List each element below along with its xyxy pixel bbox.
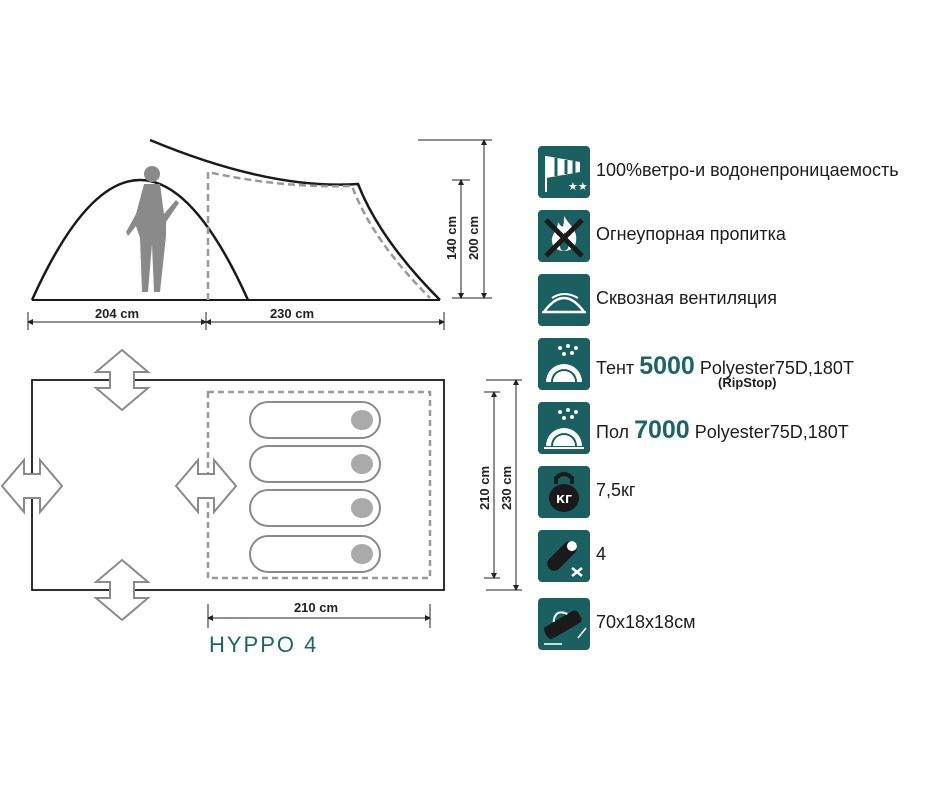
kettlebell-text: КГ	[556, 493, 572, 506]
width-right-label: 230 cm	[270, 306, 314, 321]
feature-item: Пол 7000 Polyester75D,180T	[538, 402, 938, 456]
sleeping-bags	[249, 401, 381, 573]
sleeping-bag	[249, 401, 381, 439]
entrance-arrow-icon	[0, 457, 64, 515]
depth-outer-label: 230 cm	[499, 466, 514, 510]
windsock-icon: ★★	[538, 146, 590, 198]
feature-text: Тент 5000 Polyester75D,180T	[596, 352, 854, 381]
feature-label: Огнеупорная пропитка	[596, 224, 786, 244]
feature-label: 7,5кг	[596, 480, 636, 500]
height-inner-label: 140 cm	[444, 216, 459, 260]
outer-footprint	[31, 379, 445, 591]
feature-item: Огнеупорная пропитка	[538, 210, 938, 264]
floor-plan: 210 cm 230 cm 210 cm	[0, 348, 522, 628]
fire-retardant-icon	[538, 210, 590, 262]
side-view: 204 cm 230 cm 140 cm 200 cm	[27, 138, 492, 330]
feature-suffix: Polyester75D,180T	[694, 422, 849, 442]
entrance-arrow-icon	[93, 348, 151, 412]
inner-tent-dashed	[206, 170, 431, 300]
width-inner-label: 210 cm	[294, 600, 338, 615]
feature-note: (RipStop)	[718, 375, 777, 390]
sleeping-bag-icon	[538, 530, 590, 582]
entrance-arrow-icon	[93, 558, 151, 622]
feature-item: ★★ 100%ветро-и водонепроницаемость	[538, 146, 938, 200]
entrance-arrow-icon	[174, 457, 238, 515]
feature-item: 70x18x18см	[538, 598, 938, 652]
kettlebell-icon: КГ	[538, 466, 590, 518]
feature-suffix: Polyester75D,180T	[699, 358, 854, 378]
tent-outline	[30, 138, 441, 301]
ventilation-icon	[538, 274, 590, 326]
width-left-label: 204 cm	[95, 306, 139, 321]
rain-floor-icon	[538, 402, 590, 454]
feature-prefix: Тент	[596, 358, 635, 378]
sleeping-bag	[249, 489, 381, 527]
sleeping-bag	[249, 445, 381, 483]
feature-item: Сквозная вентиляция	[538, 274, 938, 328]
person-silhouette	[126, 166, 179, 292]
model-name: HYPPO 4	[209, 632, 319, 657]
sleeping-bag	[249, 535, 381, 573]
feature-label: Сквозная вентиляция	[596, 288, 777, 308]
height-outer-label: 200 cm	[466, 216, 481, 260]
feature-text: Пол 7000 Polyester75D,180T	[596, 416, 849, 445]
feature-prefix: Пол	[596, 422, 630, 442]
feature-item: Тент 5000 Polyester75D,180T (RipStop)	[538, 338, 938, 392]
feature-value: 5000	[639, 352, 695, 380]
depth-inner-label: 210 cm	[477, 466, 492, 510]
feature-label: 70x18x18см	[596, 612, 696, 632]
feature-label: 4	[596, 544, 607, 564]
svg-text:★★: ★★	[568, 180, 588, 193]
feature-item: КГ 7,5кг	[538, 466, 938, 520]
feature-value: 7000	[634, 416, 690, 444]
feature-item: 4	[538, 530, 938, 584]
pack-bag-icon	[538, 598, 590, 650]
feature-label: 100%ветро-и водонепроницаемость	[596, 160, 899, 180]
rain-tent-icon	[538, 338, 590, 390]
